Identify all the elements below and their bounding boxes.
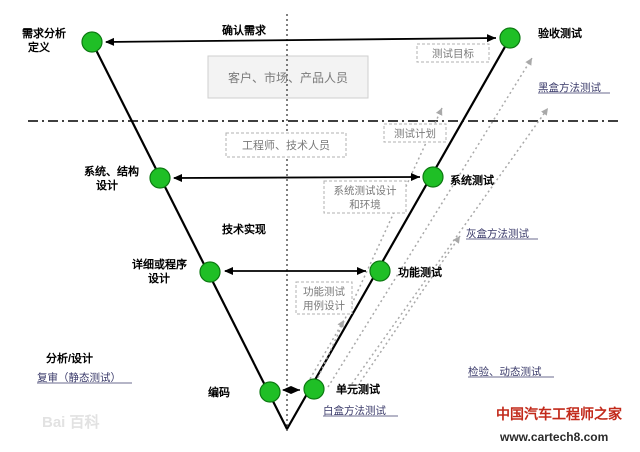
sys-test-design-text-2: 和环境 xyxy=(349,198,381,211)
gray-arrow-5 xyxy=(309,319,345,380)
node-requirements xyxy=(81,31,103,53)
func-case-text-2: 用例设计 xyxy=(303,299,345,312)
engineer-box xyxy=(225,132,347,158)
sys-design-label-2: 设计 xyxy=(96,178,118,192)
arrow-system xyxy=(173,173,421,182)
customer-box xyxy=(207,55,369,99)
node-detail-design xyxy=(199,261,221,283)
test-plan-box xyxy=(383,123,447,143)
node-func-test xyxy=(369,260,391,282)
detail-design-label-2: 设计 xyxy=(148,271,170,285)
tech-impl-label: 技术实现 xyxy=(222,222,266,236)
detail-design-label: 详细或程序 xyxy=(132,257,187,271)
gray-arrow-3 xyxy=(345,107,549,393)
sys-test-label: 系统测试 xyxy=(450,173,494,187)
v-left-line xyxy=(91,41,288,430)
customer-box-text: 客户、市场、产品人员 xyxy=(228,70,348,85)
coding-label: 编码 xyxy=(208,385,230,399)
req-definition-label: 定义 xyxy=(28,40,51,54)
test-plan-text: 测试计划 xyxy=(394,127,436,140)
node-acceptance xyxy=(499,27,521,49)
gray-box-label: 灰盒方法测试 xyxy=(466,227,529,240)
func-test-label: 功能测试 xyxy=(398,265,442,279)
review-label: 复审（静态测试） xyxy=(37,371,121,384)
acceptance-test-label: 验收测试 xyxy=(538,26,582,40)
sys-design-label: 系统、结构 xyxy=(84,164,139,178)
test-goal-box xyxy=(416,43,490,63)
func-case-text: 功能测试 xyxy=(303,285,345,298)
v-right-line xyxy=(286,37,511,430)
node-system-design xyxy=(149,167,171,189)
watermark-cn: 中国汽车工程师之家 xyxy=(496,406,623,422)
analysis-design-label: 分析/设计 xyxy=(46,351,93,365)
arrow-requirements xyxy=(105,34,497,46)
gray-arrow-2 xyxy=(327,57,533,388)
sys-test-design-box xyxy=(323,180,407,214)
node-unit-test xyxy=(303,378,325,400)
gray-arrow-4 xyxy=(351,235,461,395)
watermark-url: www.cartech8.com xyxy=(499,430,608,444)
node-coding xyxy=(259,381,281,403)
test-goal-text: 测试目标 xyxy=(432,47,474,60)
black-box-label: 黑盒方法测试 xyxy=(538,81,601,94)
unit-test-label: 单元测试 xyxy=(336,382,380,396)
gray-arrow-1 xyxy=(315,107,443,383)
watermark-baidu: Bai 百科 xyxy=(42,413,100,431)
sys-test-design-text: 系统测试设计 xyxy=(334,184,397,197)
func-case-box xyxy=(295,281,353,315)
confirm-req-label: 确认需求 xyxy=(222,23,267,37)
inspect-label: 检验、动态测试 xyxy=(468,365,542,378)
white-box-label: 白盒方法测试 xyxy=(323,404,386,417)
engineer-box-text: 工程师、技术人员 xyxy=(242,139,330,152)
req-analysis-label: 需求分析 xyxy=(22,26,66,40)
node-system-test xyxy=(422,166,444,188)
